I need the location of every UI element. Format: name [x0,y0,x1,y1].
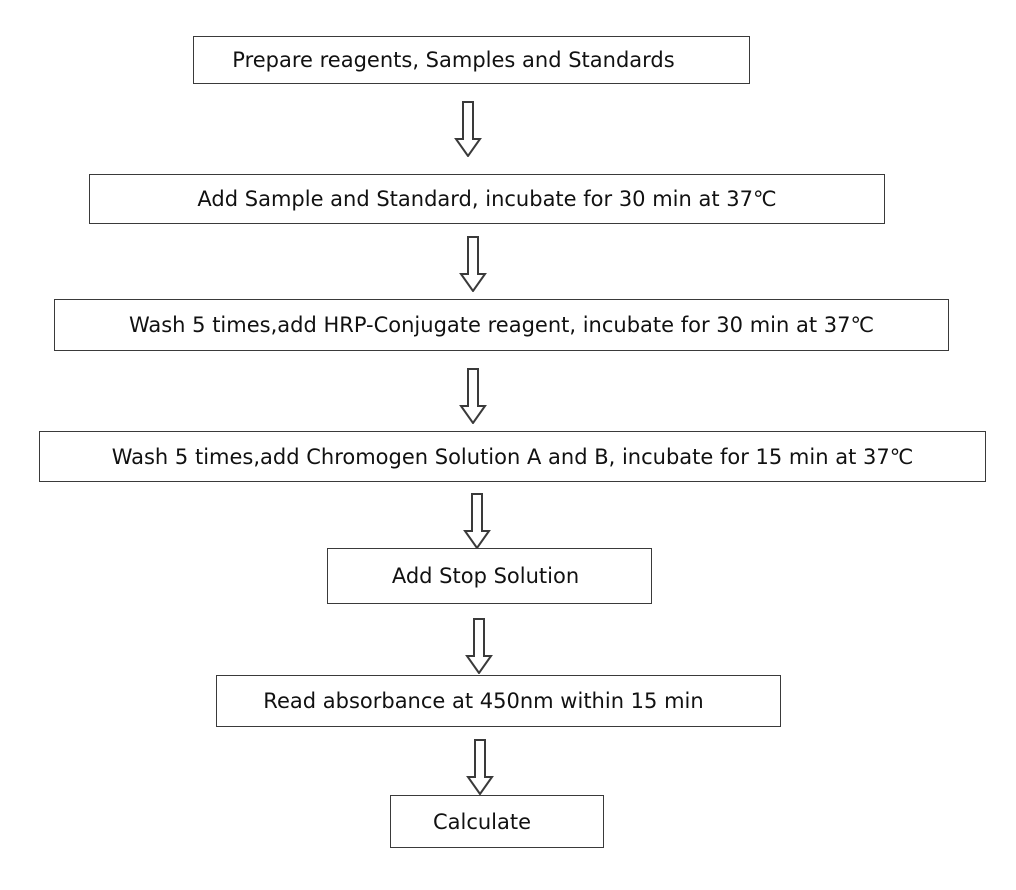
step-label: Read absorbance at 450nm within 15 min [263,689,704,713]
step-label: Wash 5 times,add HRP-Conjugate reagent, … [128,313,875,337]
step-read-absorbance: Read absorbance at 450nm within 15 min [216,675,781,727]
down-arrow-icon [459,368,487,424]
down-arrow-icon [459,236,487,292]
step-add-stop-solution: Add Stop Solution [327,548,652,604]
step-prepare-reagents: Prepare reagents, Samples and Standards [193,36,750,84]
step-label: Prepare reagents, Samples and Standards [232,48,675,72]
step-wash-add-chromogen: Wash 5 times,add Chromogen Solution A an… [39,431,986,482]
step-label: Wash 5 times,add Chromogen Solution A an… [111,444,914,469]
step-add-sample-standard: Add Sample and Standard, incubate for 30… [89,174,885,224]
step-label: Add Stop Solution [391,564,580,588]
step-wash-add-hrp-conjugate: Wash 5 times,add HRP-Conjugate reagent, … [54,299,949,351]
down-arrow-icon [463,493,491,549]
down-arrow-icon [466,739,494,795]
down-arrow-icon [465,618,493,674]
step-label: Add Sample and Standard, incubate for 30… [197,187,777,211]
step-label: Calculate [432,809,532,834]
step-calculate: Calculate [390,795,604,848]
down-arrow-icon [454,101,482,157]
